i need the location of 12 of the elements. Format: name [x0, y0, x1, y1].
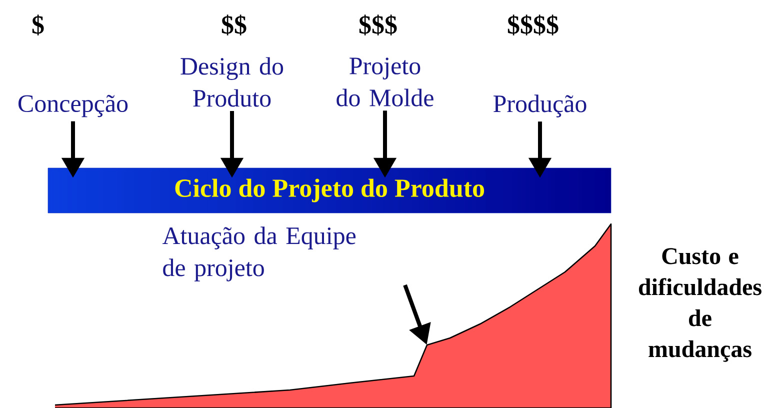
- team-label: Atuação da Equipe de projeto: [162, 226, 356, 282]
- cost-label: $: [32, 14, 44, 36]
- cycle-bar: Ciclo do Projeto do Produto: [48, 168, 612, 214]
- cost-label: $$$$: [508, 14, 558, 36]
- cost-label: $$: [222, 14, 246, 36]
- stage-label: Design do Produto: [180, 57, 284, 107]
- stage-label: Produção: [494, 94, 586, 118]
- cost-label: $$$: [359, 14, 397, 36]
- stage-label: Concepção: [18, 94, 128, 118]
- axis-label: Custo e dificuldades de mudanças: [638, 248, 762, 362]
- cost-curve-area: [54, 223, 612, 408]
- stage-label: Projeto do Molde: [336, 58, 434, 106]
